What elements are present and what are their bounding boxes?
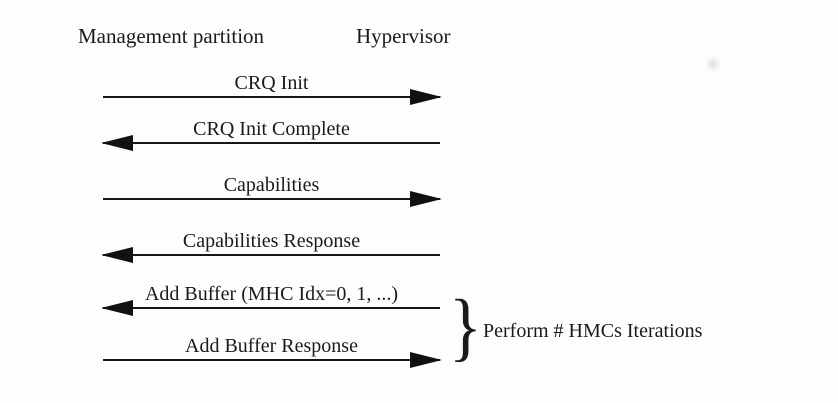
scan-artifact-dot: [705, 56, 721, 72]
message-label: CRQ Init: [234, 72, 309, 94]
message-label: Capabilities Response: [182, 230, 361, 252]
message-line: [103, 254, 440, 256]
message-line: [103, 307, 440, 309]
message-line: [103, 198, 440, 200]
message-label: CRQ Init Complete: [193, 118, 350, 140]
message-row-add-buffer: Add Buffer (MHC Idx=0, 1, ...): [101, 283, 440, 316]
message-label: Add Buffer (MHC Idx=0, 1, ...): [144, 283, 399, 305]
lifeline-header-management-partition: Management partition: [78, 24, 265, 48]
message-line: [103, 96, 440, 98]
arrowhead-right-icon: [410, 191, 442, 207]
message-row-crq-init-complete: CRQ Init Complete: [101, 118, 440, 151]
lifeline-header-hypervisor: Hypervisor: [356, 24, 451, 48]
arrowhead-right-icon: [410, 352, 442, 368]
message-row-crq-init: CRQ Init: [103, 72, 442, 105]
message-line: [103, 359, 440, 361]
arrowhead-left-icon: [101, 247, 133, 263]
message-line: [103, 142, 440, 144]
arrowhead-right-icon: [410, 89, 442, 105]
message-label: Capabilities: [223, 174, 320, 196]
group-annotation-label: Perform # HMCs Iterations: [483, 320, 703, 342]
message-label: Add Buffer Response: [185, 335, 358, 357]
message-row-add-buffer-response: Add Buffer Response: [103, 335, 442, 368]
arrowhead-left-icon: [101, 300, 133, 316]
group-brace: }: [449, 285, 482, 369]
message-row-capabilities: Capabilities: [103, 174, 442, 207]
message-row-capabilities-response: Capabilities Response: [101, 230, 440, 263]
arrowhead-left-icon: [101, 135, 133, 151]
